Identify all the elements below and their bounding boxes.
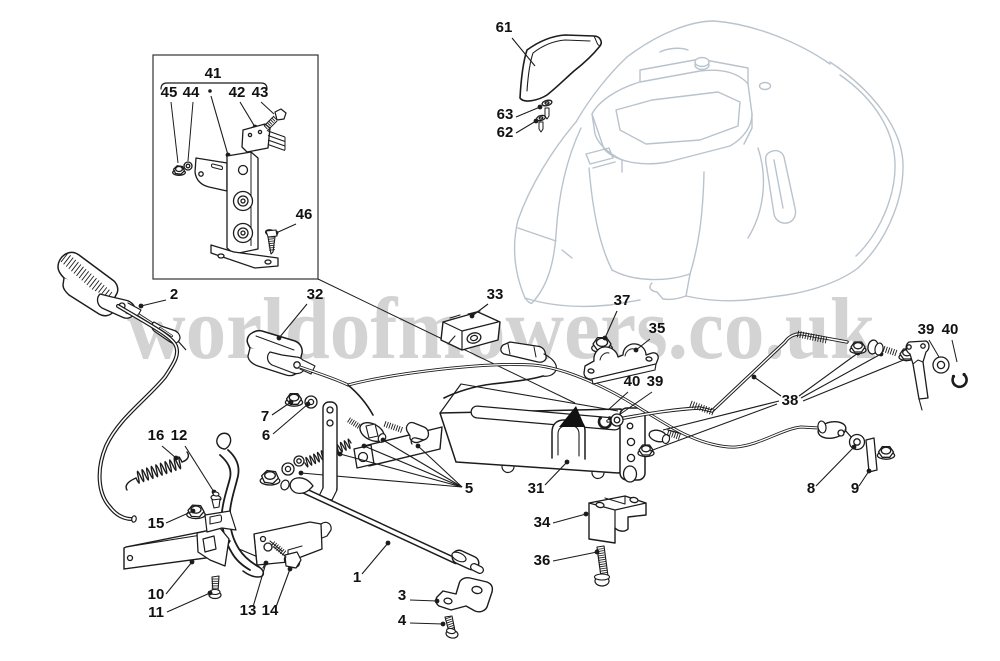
svg-text:32: 32 xyxy=(307,286,324,303)
svg-text:38: 38 xyxy=(782,392,799,409)
svg-text:2: 2 xyxy=(170,286,178,303)
svg-text:31: 31 xyxy=(528,480,545,497)
svg-text:4: 4 xyxy=(398,612,407,629)
svg-text:9: 9 xyxy=(851,480,859,497)
svg-text:63: 63 xyxy=(497,106,514,123)
svg-text:44: 44 xyxy=(183,84,200,101)
svg-text:46: 46 xyxy=(296,206,313,223)
svg-text:39: 39 xyxy=(647,373,664,390)
svg-text:40: 40 xyxy=(624,373,641,390)
svg-text:6: 6 xyxy=(262,427,270,444)
svg-text:41: 41 xyxy=(205,65,222,82)
svg-text:43: 43 xyxy=(252,84,269,101)
svg-text:39: 39 xyxy=(918,321,935,338)
svg-text:3: 3 xyxy=(398,587,406,604)
svg-text:42: 42 xyxy=(229,84,246,101)
svg-text:14: 14 xyxy=(262,602,279,619)
svg-text:45: 45 xyxy=(161,84,178,101)
svg-text:5: 5 xyxy=(465,480,473,497)
svg-text:40: 40 xyxy=(942,321,959,338)
svg-text:36: 36 xyxy=(534,552,551,569)
svg-text:62: 62 xyxy=(497,124,514,141)
svg-text:12: 12 xyxy=(171,427,188,444)
svg-text:16: 16 xyxy=(148,427,165,444)
svg-text:1: 1 xyxy=(353,569,361,586)
svg-text:11: 11 xyxy=(148,604,164,621)
svg-text:10: 10 xyxy=(148,586,165,603)
svg-text:35: 35 xyxy=(649,320,666,337)
svg-text:7: 7 xyxy=(261,408,269,425)
svg-text:33: 33 xyxy=(487,286,504,303)
svg-text:37: 37 xyxy=(614,292,631,309)
svg-text:34: 34 xyxy=(534,514,551,531)
svg-text:8: 8 xyxy=(807,480,815,497)
svg-text:13: 13 xyxy=(240,602,257,619)
svg-text:61: 61 xyxy=(496,19,513,36)
svg-text:15: 15 xyxy=(148,515,165,532)
